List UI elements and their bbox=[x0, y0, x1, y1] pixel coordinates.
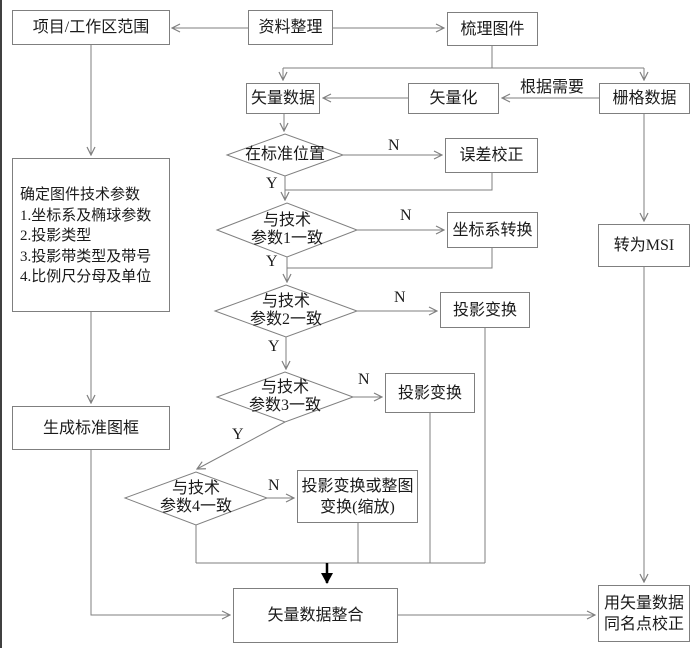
node-error-correction: 误差校正 bbox=[445, 138, 538, 173]
branch-label-yes: Y bbox=[266, 175, 278, 192]
decision-param3-label: 与技术 参数3一致 bbox=[248, 379, 321, 414]
branch-label-no: N bbox=[394, 289, 406, 306]
decision-standard-position-label: 在标准位置 bbox=[244, 146, 325, 163]
decision-param4-label: 与技术 参数4一致 bbox=[159, 480, 232, 515]
branch-label-yes: Y bbox=[266, 253, 278, 270]
decision-diamond-shape bbox=[225, 133, 345, 177]
decision-diamond-shape bbox=[215, 202, 359, 258]
screenshot-left-edge bbox=[0, 0, 2, 648]
decision-diamond-shape bbox=[213, 284, 359, 338]
node-raster-data: 栅格数据 bbox=[599, 83, 690, 114]
node-standard-frame: 生成标准图框 bbox=[12, 406, 170, 450]
node-vector-merge: 矢量数据整合 bbox=[233, 588, 398, 643]
node-vector-rectify: 用矢量数据 同名点校正 bbox=[598, 585, 690, 642]
decision-param2-label: 与技术 参数2一致 bbox=[249, 293, 322, 328]
decision-diamond-shape bbox=[215, 371, 355, 423]
decision-diamond-shape bbox=[123, 471, 269, 526]
node-proj-or-whole-scale: 投影变换或整图 变换(缩放) bbox=[297, 470, 418, 523]
branch-label-no: N bbox=[358, 371, 370, 388]
node-data-organize: 资料整理 bbox=[248, 10, 333, 45]
branch-label-yes: Y bbox=[268, 338, 280, 355]
branch-label-yes: Y bbox=[232, 426, 244, 443]
edge-label-as-needed: 根据需要 bbox=[520, 79, 585, 96]
node-projection-transform-b: 投影变换 bbox=[385, 373, 475, 413]
arrow-edge bbox=[197, 421, 286, 469]
node-projection-transform-a: 投影变换 bbox=[440, 292, 530, 328]
arrow-edge bbox=[90, 450, 230, 615]
node-coord-transform: 坐标系转换 bbox=[447, 212, 538, 248]
node-sort-maps: 梳理图件 bbox=[447, 12, 538, 46]
node-tech-params: 确定图件技术参数 1.坐标系及椭球参数 2.投影类型 3.投影带类型及带号 4.… bbox=[12, 158, 170, 312]
connector-edges bbox=[91, 28, 644, 615]
line-edge bbox=[287, 248, 493, 269]
node-vector-data: 矢量数据 bbox=[246, 83, 320, 114]
decision-param1-label: 与技术 参数1一致 bbox=[250, 212, 323, 247]
decision-diamonds bbox=[123, 133, 359, 526]
branch-label-no: N bbox=[388, 137, 400, 154]
node-to-msi: 转为MSI bbox=[598, 224, 690, 267]
branch-label-no: N bbox=[400, 207, 412, 224]
branch-label-no: N bbox=[268, 477, 280, 494]
node-vectorize: 矢量化 bbox=[408, 83, 499, 114]
line-edge bbox=[285, 173, 493, 191]
node-project-scope: 项目/工作区范围 bbox=[12, 10, 170, 45]
